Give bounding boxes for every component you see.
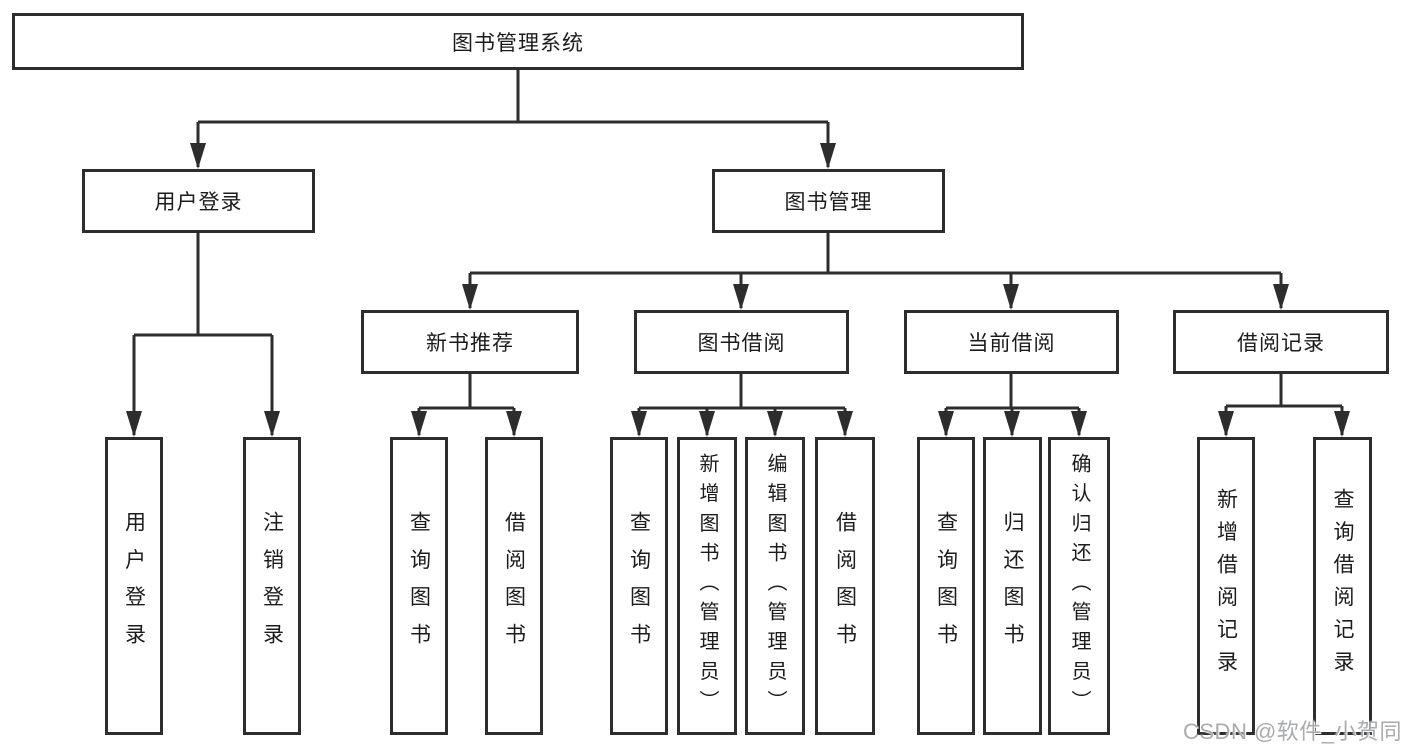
leaf-query-borrow-record: 查询借阅记录 — [1313, 437, 1372, 735]
leaf-user-login: 用户登录 — [105, 437, 163, 735]
leaf-query-books-recommend: 查询图书 — [390, 437, 448, 735]
node-root-library-system: 图书管理系统 — [12, 13, 1024, 70]
node-label: 查询图书 — [934, 511, 958, 661]
node-borrow-records: 借阅记录 — [1173, 310, 1389, 374]
node-label: 查询借阅记录 — [1331, 488, 1354, 684]
node-new-book-recommend: 新书推荐 — [361, 310, 579, 374]
leaf-return-books: 归还图书 — [983, 437, 1042, 735]
leaf-query-books-borrow: 查询图书 — [610, 437, 668, 735]
node-label: 新增借阅记录 — [1214, 488, 1238, 684]
node-book-management-branch: 图书管理 — [712, 169, 945, 233]
node-label: 图书借阅 — [697, 332, 786, 355]
node-label: 归还图书 — [1001, 511, 1024, 661]
node-label: 借阅记录 — [1237, 332, 1325, 355]
leaf-logout: 注销登录 — [243, 437, 301, 735]
node-label: 新书推荐 — [426, 332, 514, 355]
node-label: 图书管理系统 — [452, 31, 584, 55]
node-label: 查询图书 — [407, 511, 431, 661]
leaf-confirm-return-admin: 确认归还（管理员） — [1048, 437, 1110, 735]
leaf-borrow-books: 借阅图书 — [815, 437, 875, 735]
leaf-borrow-books-recommend: 借阅图书 — [485, 437, 543, 735]
leaf-edit-book-admin: 编辑图书（管理员） — [745, 437, 805, 735]
node-current-borrow: 当前借阅 — [904, 310, 1119, 374]
leaf-add-borrow-record: 新增借阅记录 — [1197, 437, 1255, 735]
node-label: 确认归还（管理员） — [1068, 452, 1090, 720]
leaf-query-books-current: 查询图书 — [917, 437, 975, 735]
node-label: 编辑图书（管理员） — [764, 452, 786, 720]
arrow-heads — [126, 143, 1350, 437]
node-label: 新增图书（管理员） — [696, 452, 718, 720]
node-label: 图书管理 — [784, 191, 873, 214]
leaf-add-book-admin: 新增图书（管理员） — [677, 437, 737, 735]
node-book-borrow: 图书借阅 — [634, 310, 849, 374]
node-label: 注销登录 — [260, 511, 284, 661]
node-label: 查询图书 — [627, 511, 651, 661]
node-user-login-branch: 用户登录 — [82, 169, 315, 233]
node-label: 用户登录 — [154, 191, 243, 214]
connector-stems — [132, 68, 1344, 435]
node-label: 当前借阅 — [967, 332, 1056, 355]
node-label: 借阅图书 — [502, 511, 526, 661]
node-label: 借阅图书 — [833, 511, 857, 661]
csdn-watermark: CSDN @软件_小贺同学 — [1183, 719, 1403, 744]
node-label: 用户登录 — [122, 511, 146, 661]
